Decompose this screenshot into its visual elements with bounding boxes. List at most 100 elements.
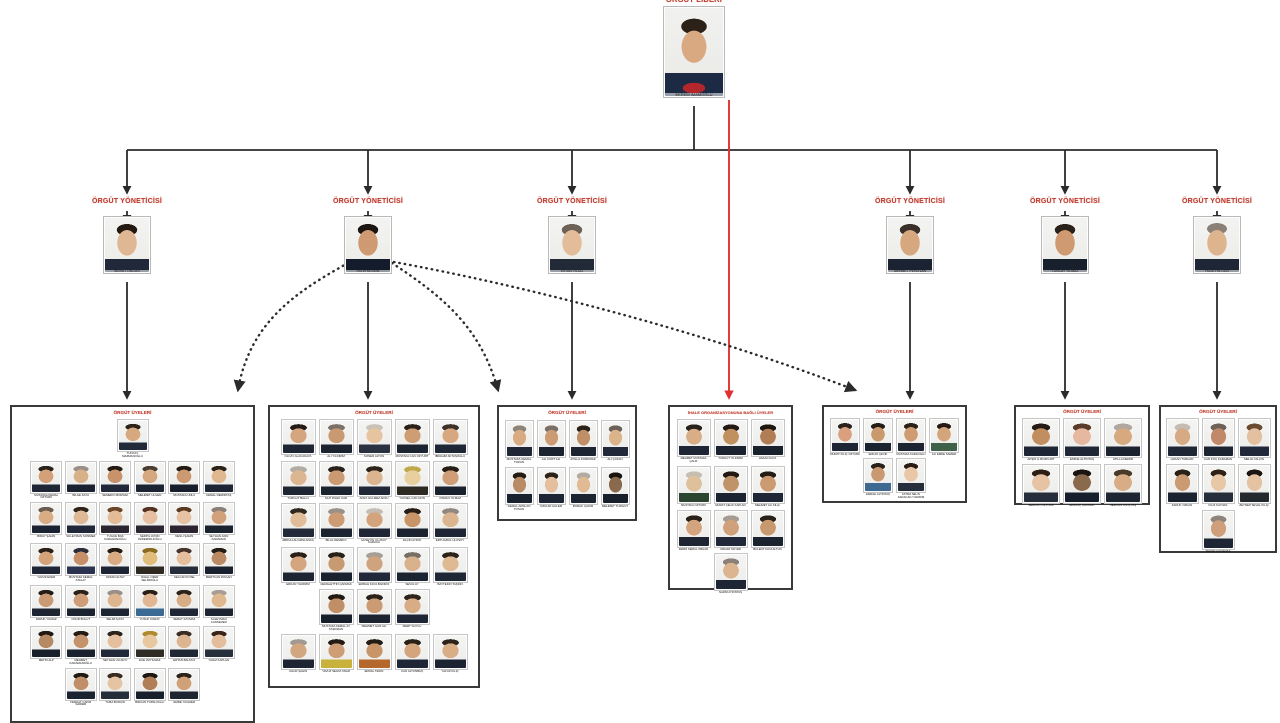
list-item[interactable]: YAVUZ KILIÇ	[432, 634, 468, 673]
list-item[interactable]: YÜKSEL CAN AKIN	[394, 460, 430, 500]
manager-photo-6[interactable]: HÜSEYİN GÜN	[1193, 216, 1241, 274]
member-photo[interactable]	[30, 501, 63, 535]
member-photo[interactable]	[30, 584, 63, 618]
member-photo[interactable]	[750, 419, 785, 457]
member-photo[interactable]	[929, 417, 959, 453]
list-item[interactable]: FERDİ KEMAL ORHAN	[676, 509, 711, 551]
member-photo[interactable]	[133, 584, 166, 618]
member-photo[interactable]	[280, 418, 316, 455]
list-item[interactable]: BİLGE KAYA	[64, 460, 97, 500]
list-item[interactable]: YAVUZ EKER	[30, 543, 63, 582]
list-item[interactable]: MERT SOYLU	[394, 589, 430, 631]
list-item[interactable]: ONUR BULUT	[64, 584, 97, 624]
member-photo[interactable]	[99, 667, 132, 701]
list-item[interactable]: TUBA BURÇİN	[99, 667, 132, 707]
member-photo[interactable]	[133, 667, 166, 701]
member-photo[interactable]	[133, 460, 166, 494]
list-item[interactable]: MEHMET ALİ KILIÇ	[750, 465, 785, 507]
member-photo[interactable]	[1063, 463, 1101, 504]
list-item[interactable]: ECE ÖZYILMAZ	[133, 626, 166, 665]
member-photo[interactable]	[394, 547, 430, 584]
member-photo[interactable]	[318, 502, 354, 539]
list-item[interactable]: BİLAL DEMİRCİ	[318, 502, 354, 545]
member-photo[interactable]	[1063, 417, 1101, 458]
member-photo[interactable]	[504, 466, 534, 505]
member-photo[interactable]	[1104, 417, 1142, 458]
member-photo[interactable]	[64, 667, 97, 701]
manager-photo-5[interactable]: TUNCAY YILMAZ	[1041, 216, 1089, 274]
list-item[interactable]: TURGUT BALCI	[280, 460, 316, 500]
member-photo[interactable]	[676, 509, 711, 548]
list-item[interactable]: SÜLEYMAN CANSEVER	[202, 584, 235, 624]
list-item[interactable]: ERDİNÇ ÇAKMAK	[1063, 463, 1101, 507]
list-item[interactable]: ZEYNEP SEVAL KILIÇ	[1237, 463, 1271, 507]
member-photo[interactable]	[133, 626, 166, 660]
list-item[interactable]: ÖZGÜR GÜLER	[536, 466, 566, 511]
member-photo[interactable]	[750, 465, 785, 504]
member-photo[interactable]	[1104, 463, 1142, 504]
member-photo[interactable]	[356, 418, 392, 455]
list-item[interactable]: ALİ KURT ALİ	[536, 419, 566, 464]
list-item[interactable]: ERTUĞRUL ULUSOY	[432, 502, 468, 545]
list-item[interactable]: OSMAN YILMAZ	[432, 460, 468, 500]
member-photo[interactable]	[99, 543, 132, 577]
list-item[interactable]: SEVGİ AY	[394, 547, 430, 586]
member-lead[interactable]: TUNCAY MAZMANOĞLU	[16, 418, 249, 458]
member-photo[interactable]	[394, 502, 430, 539]
list-item[interactable]: EMRAH KAYA BAKIRCI	[356, 547, 392, 586]
list-item[interactable]: TUNCAY MAZMANOĞLU	[116, 418, 149, 458]
list-item[interactable]: MERTCAN DOĞAN	[202, 543, 235, 582]
member-photo[interactable]	[1022, 417, 1060, 458]
list-item[interactable]: SERKAN ÖZTÜRK	[1022, 463, 1060, 507]
member-photo[interactable]	[896, 458, 926, 494]
list-item[interactable]: MUSTAFA KEMAL AY TAŞKIRAN	[318, 589, 354, 631]
list-item[interactable]: TURGUT YILDIRIM	[713, 419, 748, 463]
member-photo[interactable]	[356, 460, 392, 497]
list-item[interactable]: NESLİ ŞAHİN	[168, 501, 201, 541]
list-item[interactable]: AFŞİN İL BOZKURT	[1022, 417, 1060, 461]
list-item[interactable]: SERPİL AYDIN ÖZDEMİRLİOĞLU	[133, 501, 166, 541]
member-photo[interactable]	[133, 501, 166, 535]
list-item[interactable]: MEHMET TURGUT	[600, 466, 630, 511]
member-photo[interactable]	[280, 460, 316, 497]
list-item[interactable]: SERAP ALTUNTAŞ	[1201, 509, 1235, 553]
member-photo[interactable]	[676, 419, 711, 457]
list-item[interactable]: YAĞIZ KAPLAN	[202, 626, 235, 665]
member-photo[interactable]	[99, 501, 132, 535]
member-photo[interactable]	[1165, 463, 1199, 504]
member-photo[interactable]	[318, 460, 354, 497]
list-item[interactable]: ALİ ÇAKICI	[600, 419, 630, 464]
member-photo[interactable]	[30, 626, 63, 660]
manager-photo-1[interactable]: MURAT ONGUN	[103, 216, 151, 274]
list-item[interactable]: SONER ALTUN	[356, 418, 392, 458]
list-item[interactable]: MEHMET GÜR ALİ	[356, 589, 392, 631]
member-photo[interactable]	[863, 458, 893, 494]
member-photo[interactable]	[318, 634, 354, 671]
list-item[interactable]: UĞUR ŞAHİN	[280, 634, 316, 673]
manager-photo-3[interactable]: ERTAN YILDIZ	[548, 216, 596, 274]
member-photo[interactable]	[168, 543, 201, 577]
list-item[interactable]: ATİLLA KORKMAZ	[568, 419, 598, 464]
member-photo[interactable]	[318, 418, 354, 455]
list-item[interactable]: CAN ALTUNBAŞ	[394, 634, 430, 673]
member-photo[interactable]	[600, 466, 630, 505]
member-photo[interactable]	[676, 465, 711, 504]
list-item[interactable]: FARUK ÖZKAN	[1165, 463, 1199, 507]
list-item[interactable]: CAN KOÇ KARAMAN	[1201, 417, 1235, 461]
list-item[interactable]: MUSTAFA KARAOĞLU	[896, 417, 926, 456]
member-photo[interactable]	[1022, 463, 1060, 504]
list-item[interactable]: SEYHAN AKIN KARAMAN	[202, 501, 235, 541]
member-photo[interactable]	[202, 501, 235, 535]
member-photo[interactable]	[280, 634, 316, 671]
list-item[interactable]: SELİM ALTAY	[99, 584, 132, 624]
list-item[interactable]: SAİT DİLEK KAR	[318, 460, 354, 500]
list-item[interactable]: EMİNE ALTINTAŞ	[1063, 417, 1101, 461]
member-photo[interactable]	[713, 465, 748, 504]
member-photo[interactable]	[133, 543, 166, 577]
manager-node-6[interactable]: ÖRGÜT YÖNETİCİSİ HÜSEYİN GÜN	[1167, 198, 1267, 274]
list-item[interactable]: OLCAY ALACAKAYA	[280, 418, 316, 458]
